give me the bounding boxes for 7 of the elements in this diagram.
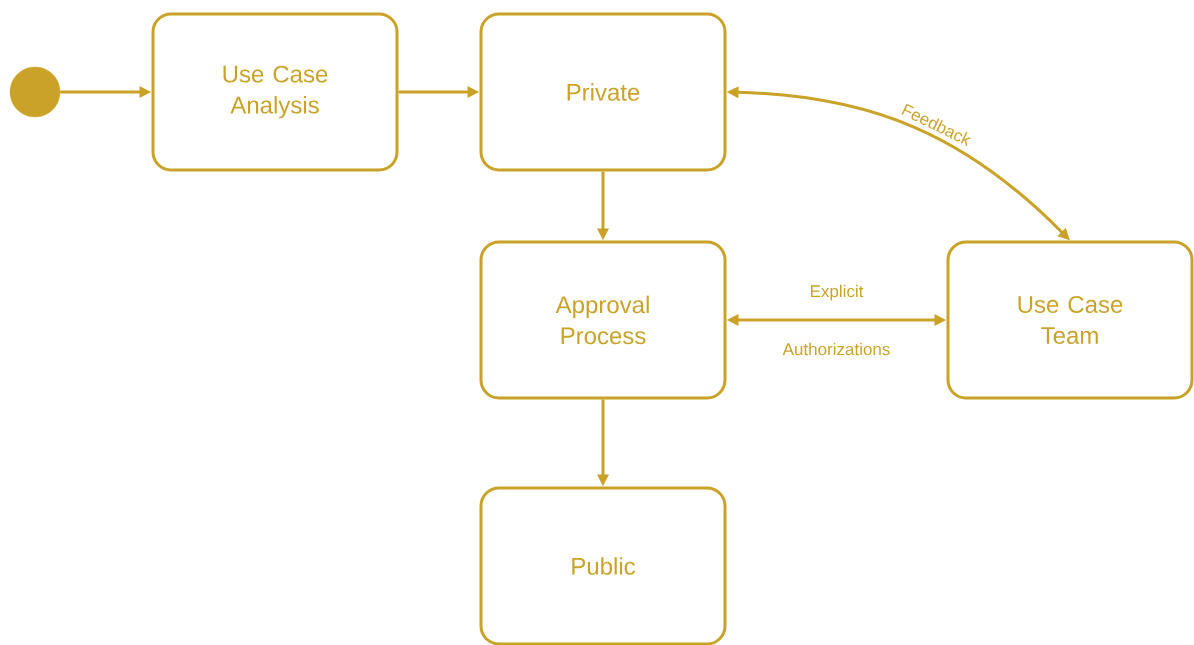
process-box: Use Case Analysis: [151, 12, 399, 172]
process-box: Public: [479, 486, 727, 645]
process-box: Use Case Team: [946, 240, 1194, 400]
start-dot: [9, 66, 61, 118]
process-box: Private: [479, 12, 727, 172]
edge-label: Explicit Authorizations: [782, 284, 890, 356]
process-box: Approval Process: [479, 240, 727, 400]
